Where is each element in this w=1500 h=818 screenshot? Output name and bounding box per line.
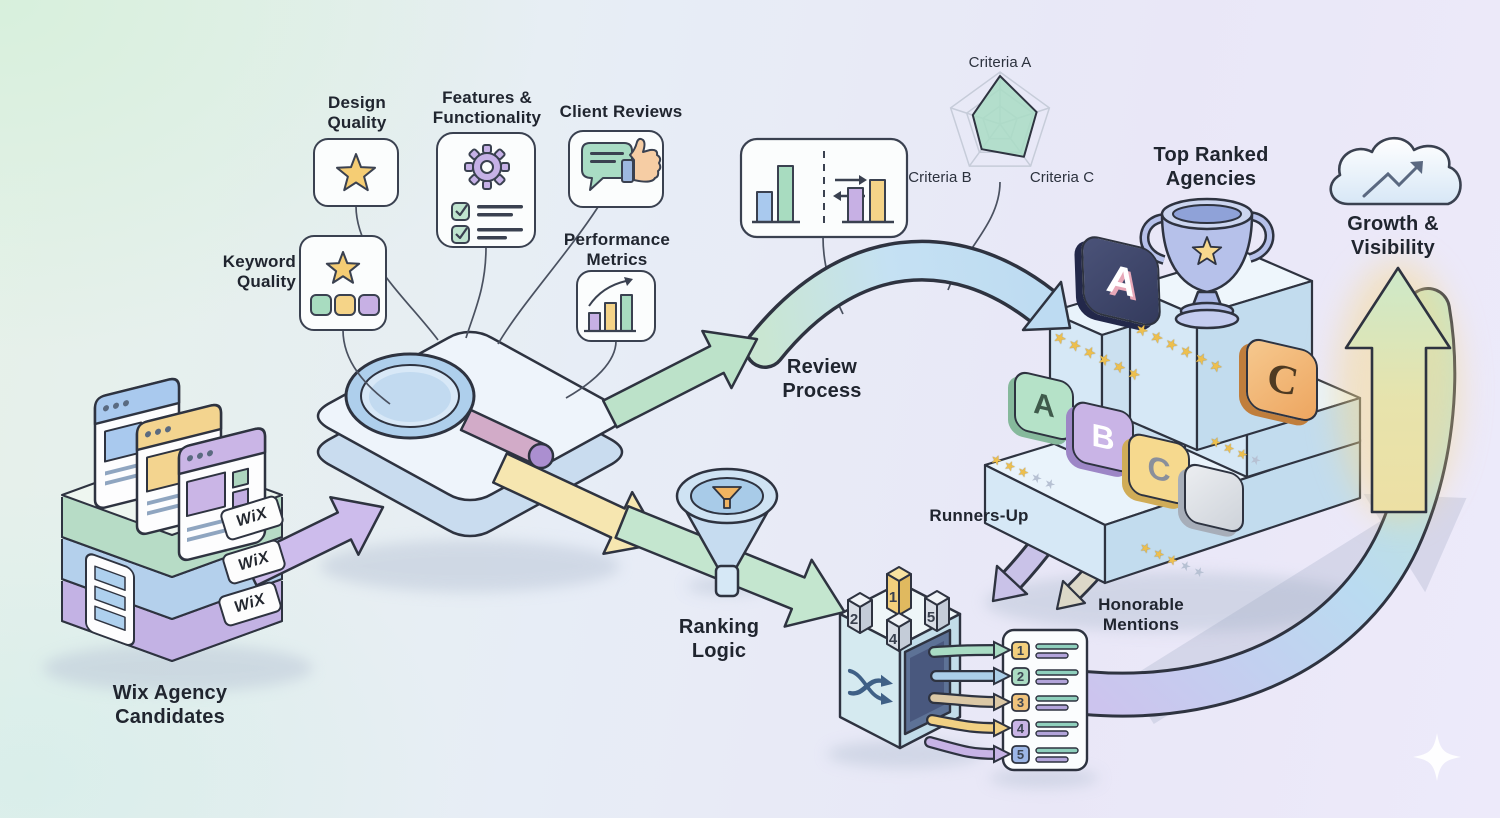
card-design-quality: [313, 138, 399, 207]
card-keyword-quality: [299, 235, 387, 331]
bar-chart-icon: [584, 277, 636, 333]
performance-label: Performance Metrics: [563, 230, 671, 270]
sorter-number: 1: [889, 589, 897, 606]
design-quality-label: Design Quality: [327, 93, 387, 133]
growth-visibility-label: Growth & Visibility: [1347, 213, 1439, 259]
card-client-reviews: [568, 130, 664, 208]
rank-number: 5: [1017, 747, 1024, 762]
top-ranked-label: Top Ranked Agencies: [1153, 144, 1269, 190]
radar-chart: [949, 71, 1051, 167]
runners-up-label: Runners-Up: [929, 506, 1029, 525]
checklist: [451, 202, 523, 244]
criteria-cards: [299, 130, 909, 342]
ranked-list-card: 1 2 3 4 5: [1001, 628, 1089, 772]
number-block-5: [924, 590, 950, 632]
features-label: Features & Functionality: [432, 88, 542, 128]
sorter-number: 2: [850, 611, 858, 628]
rank-number: 3: [1017, 695, 1024, 710]
criteria-b-label: Criteria B: [908, 169, 972, 186]
speech-bubble-icon: [581, 142, 633, 191]
criteria-a-label: Criteria A: [968, 54, 1032, 71]
client-reviews-label: Client Reviews: [559, 102, 683, 121]
star-icon: [336, 153, 376, 192]
rank-number: 2: [1017, 669, 1024, 684]
sparkle-icon: [1413, 733, 1461, 781]
card-performance: [576, 270, 656, 342]
number-block-1: [886, 566, 912, 616]
review-arrow-green: [601, 329, 759, 429]
sorter-wires: [924, 640, 1013, 764]
trend-up-icon: [1362, 161, 1423, 198]
browser-windows: [93, 377, 267, 562]
funnel-icon: [675, 467, 779, 598]
sorter-number: 4: [889, 631, 898, 648]
growth-arrow: [1344, 266, 1452, 514]
honorable-mentions-label: Honorable Mentions: [1098, 595, 1184, 635]
list-rows: 1 2 3 4 5: [1011, 641, 1079, 764]
number-block-4: [886, 612, 912, 652]
mini-funnel-icon: [712, 486, 742, 509]
review-arrow: [744, 239, 1072, 369]
thumbs-up-icon: [621, 137, 662, 183]
rank-number: 1: [1017, 643, 1024, 658]
comparison-chart-card: [739, 137, 909, 239]
rank-number: 4: [1017, 721, 1025, 736]
number-blocks: 2 1 4 5: [847, 566, 950, 652]
review-process-label: Review Process: [782, 356, 862, 402]
shuffle-icon: [847, 668, 893, 705]
star-icon: [325, 250, 361, 284]
ranking-logic-label: Ranking Logic: [678, 616, 760, 662]
browser-window-purple: [177, 427, 267, 562]
trophy-icon: [1139, 197, 1275, 330]
keyword-quality-label: Keyword Quality: [222, 252, 296, 292]
trophy-star-icon: [1191, 236, 1223, 266]
criteria-c-label: Criteria C: [1029, 169, 1095, 186]
gear-icon: [464, 144, 510, 190]
cloud-icon: [1329, 136, 1462, 206]
magnifier-icon: [344, 352, 555, 470]
number-block-2: [847, 592, 873, 634]
sorter-number: 5: [927, 609, 935, 626]
card-features: [436, 132, 536, 248]
candidates-label: Wix Agency Candidates: [112, 682, 228, 728]
list-icon: [85, 553, 135, 647]
